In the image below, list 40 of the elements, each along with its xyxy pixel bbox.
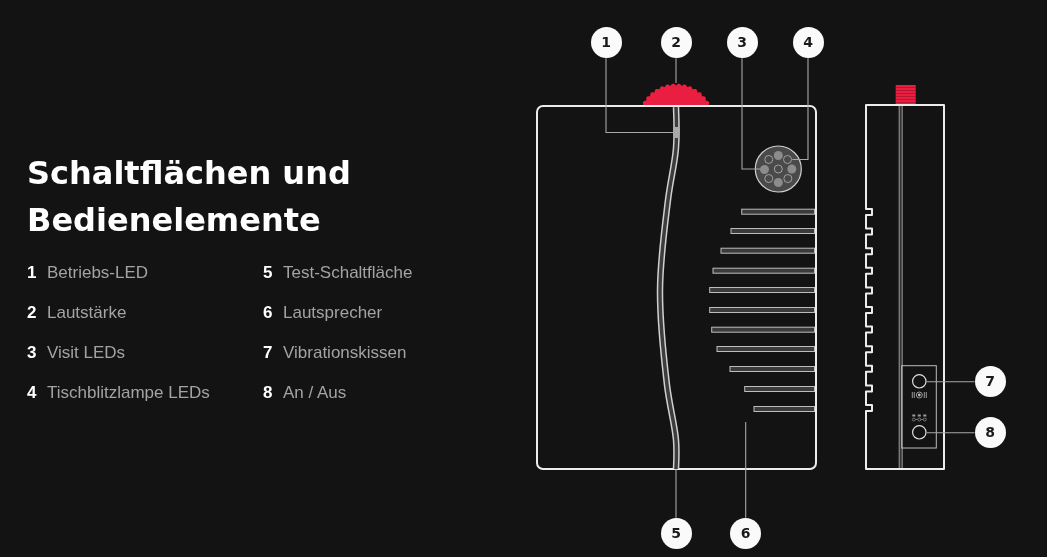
heading: Schaltflächen und Bedienelemente: [27, 153, 352, 241]
led-ring: [783, 155, 793, 164]
list-item-text: Visit LEDs: [47, 343, 126, 363]
led-light: [760, 164, 770, 174]
callout-number: 6: [730, 517, 762, 549]
leader-line: [675, 57, 677, 84]
list-number: 5: [263, 263, 273, 283]
list-number: 8: [263, 383, 273, 403]
list-item-text: Vibrationskissen: [283, 343, 407, 363]
leader-line: [745, 421, 747, 519]
socket: [912, 374, 927, 389]
callout-number: 8: [974, 417, 1006, 449]
led-segment: [673, 127, 679, 138]
list-item-text: Betriebs-LED: [47, 263, 149, 283]
dial: [640, 83, 712, 105]
leader-line: [675, 468, 677, 519]
list-item-text: An / Aus: [283, 383, 347, 403]
leader-line: [791, 57, 809, 161]
callout-number: 4: [792, 27, 824, 59]
callout-number: 7: [974, 366, 1006, 398]
list-number: 6: [263, 303, 273, 323]
curved-bar: [655, 107, 680, 469]
callout-number: 2: [660, 27, 692, 59]
list-item-text: Tischblitzlampe LEDs: [47, 383, 210, 403]
list-number: 1: [27, 263, 37, 283]
callout-number: 1: [590, 27, 622, 59]
socket: [912, 425, 927, 440]
leader-line: [926, 432, 976, 434]
leader-line: [926, 381, 976, 383]
leader-line: [605, 57, 674, 134]
list-item-text: Test-Schaltfläche: [283, 263, 413, 283]
list-number: 2: [27, 303, 37, 323]
leader-line: [741, 57, 761, 170]
callout-number: 5: [660, 517, 692, 549]
list-number: 3: [27, 343, 37, 363]
list-item-text: Lautstärke: [47, 303, 127, 323]
list-number: 7: [263, 343, 273, 363]
callout-number: 3: [726, 27, 758, 59]
list-item-text: Lautsprecher: [283, 303, 383, 323]
list-number: 4: [27, 383, 37, 403]
